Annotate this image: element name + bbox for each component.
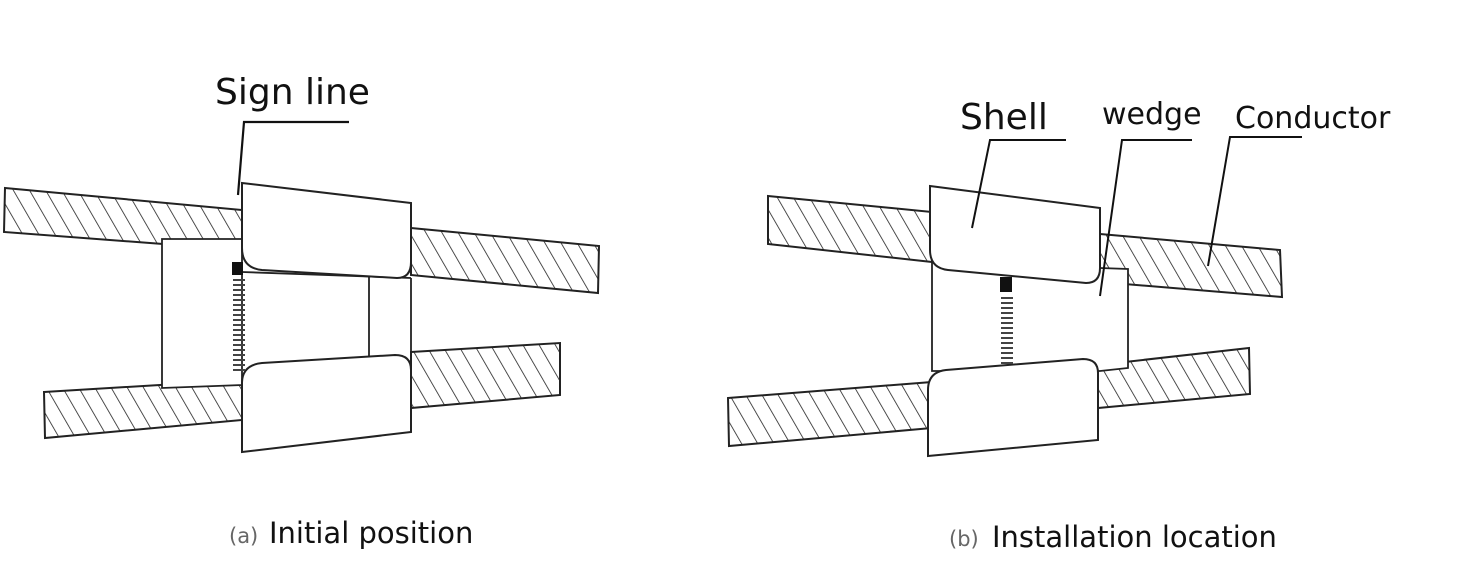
- shell-leader: [971, 139, 1066, 229]
- shell-label: Shell: [960, 97, 1048, 138]
- sign-line-leader: [236, 120, 349, 196]
- upper-conductor-left: [767, 194, 933, 264]
- lower-conductor-left: [42, 378, 243, 440]
- conductor-label: Conductor: [1235, 101, 1391, 136]
- lower-conductor-right: [410, 341, 561, 410]
- lower-conductor-left: [726, 380, 933, 448]
- conductor-leader: [1207, 136, 1302, 267]
- upper-shell: [929, 184, 1101, 285]
- sign-line-label: Sign line: [215, 72, 370, 113]
- panel-a-caption: Initial position: [269, 516, 473, 550]
- sign-line-marker: [232, 262, 245, 371]
- lower-shell: [241, 353, 412, 454]
- wedge-label: wedge: [1102, 97, 1202, 132]
- wedge-leader: [1099, 139, 1192, 297]
- panel-a-initial-position: Sign line (a) Initial position: [2, 72, 601, 550]
- upper-conductor-right: [410, 226, 601, 295]
- wedge-outline: [161, 238, 243, 389]
- panel-b-caption: Installation location: [992, 520, 1277, 554]
- sign-line-marker: [1000, 277, 1013, 364]
- panel-a-caption-tag: (a): [229, 524, 258, 548]
- panel-b-installation-location: Shell wedge Conductor (b) Installation l…: [726, 97, 1391, 554]
- lower-shell: [927, 357, 1099, 458]
- panel-b-caption-tag: (b): [949, 527, 979, 551]
- upper-shell: [241, 181, 412, 280]
